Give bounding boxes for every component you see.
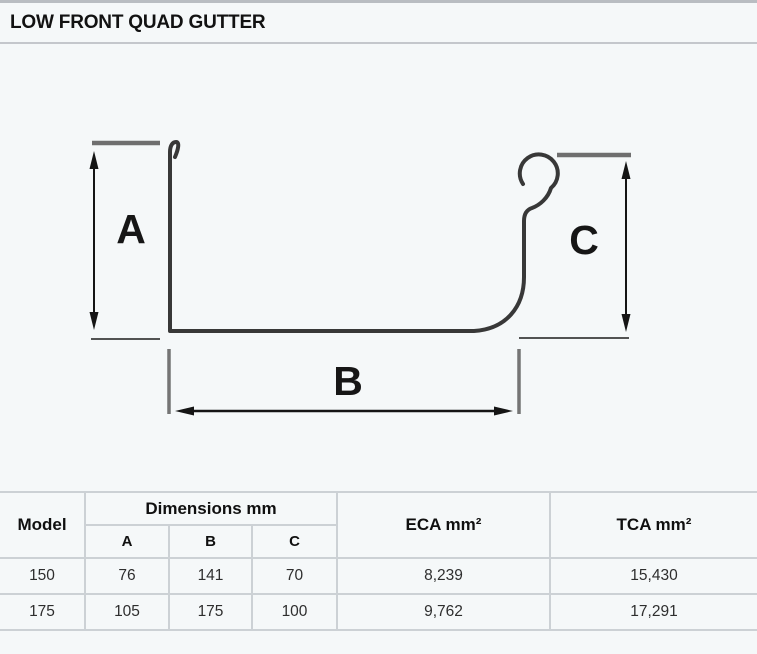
dimension-a-label: A xyxy=(116,206,146,252)
dimension-a-arrowhead-up xyxy=(89,151,99,169)
dimension-a-arrowhead-down xyxy=(89,312,99,330)
gutter-cross-section-diagram: A C B xyxy=(89,140,631,416)
table-subheader-b: B xyxy=(168,524,253,559)
table-row: 175 105 175 100 9,762 17,291 xyxy=(0,593,757,631)
dimension-b: B xyxy=(167,349,521,416)
dimensions-table: Model Dimensions mm ECA mm² TCA mm² A B … xyxy=(0,491,757,631)
table-row: 150 76 141 70 8,239 15,430 xyxy=(0,557,757,595)
cell-eca: 9,762 xyxy=(336,593,551,631)
cell-a: 105 xyxy=(84,593,170,631)
table-header-row-2: A B C xyxy=(0,524,757,559)
cell-tca: 15,430 xyxy=(549,557,757,595)
dimension-c-arrowhead-down xyxy=(621,314,631,332)
table-header-tca: TCA mm² xyxy=(549,491,757,559)
table-header-eca: ECA mm² xyxy=(336,491,551,559)
dimension-c-label: C xyxy=(569,217,599,263)
table-header-row-1: Model Dimensions mm ECA mm² TCA mm² xyxy=(0,491,757,559)
table-header-model: Model xyxy=(0,491,86,559)
dimension-b-arrowhead-left xyxy=(175,406,194,416)
page-title: LOW FRONT QUAD GUTTER xyxy=(10,11,266,33)
gutter-profile-outline xyxy=(168,140,560,333)
cell-c: 70 xyxy=(251,557,338,595)
table-subheader-c: C xyxy=(251,524,338,559)
dimension-c-arrowhead-up xyxy=(621,161,631,179)
dimension-b-arrowhead-right xyxy=(494,406,513,416)
cell-model: 175 xyxy=(0,593,86,631)
cell-c: 100 xyxy=(251,593,338,631)
dimension-b-label: B xyxy=(333,358,363,404)
table-subheader-a: A xyxy=(84,524,170,559)
dimension-c: C xyxy=(519,152,631,339)
cell-tca: 17,291 xyxy=(549,593,757,631)
table-header-dimensions: Dimensions mm xyxy=(84,491,338,526)
title-bar: LOW FRONT QUAD GUTTER xyxy=(0,0,757,44)
cell-eca: 8,239 xyxy=(336,557,551,595)
dimension-a: A xyxy=(89,140,160,340)
cell-a: 76 xyxy=(84,557,170,595)
cell-b: 141 xyxy=(168,557,253,595)
cell-model: 150 xyxy=(0,557,86,595)
cell-b: 175 xyxy=(168,593,253,631)
